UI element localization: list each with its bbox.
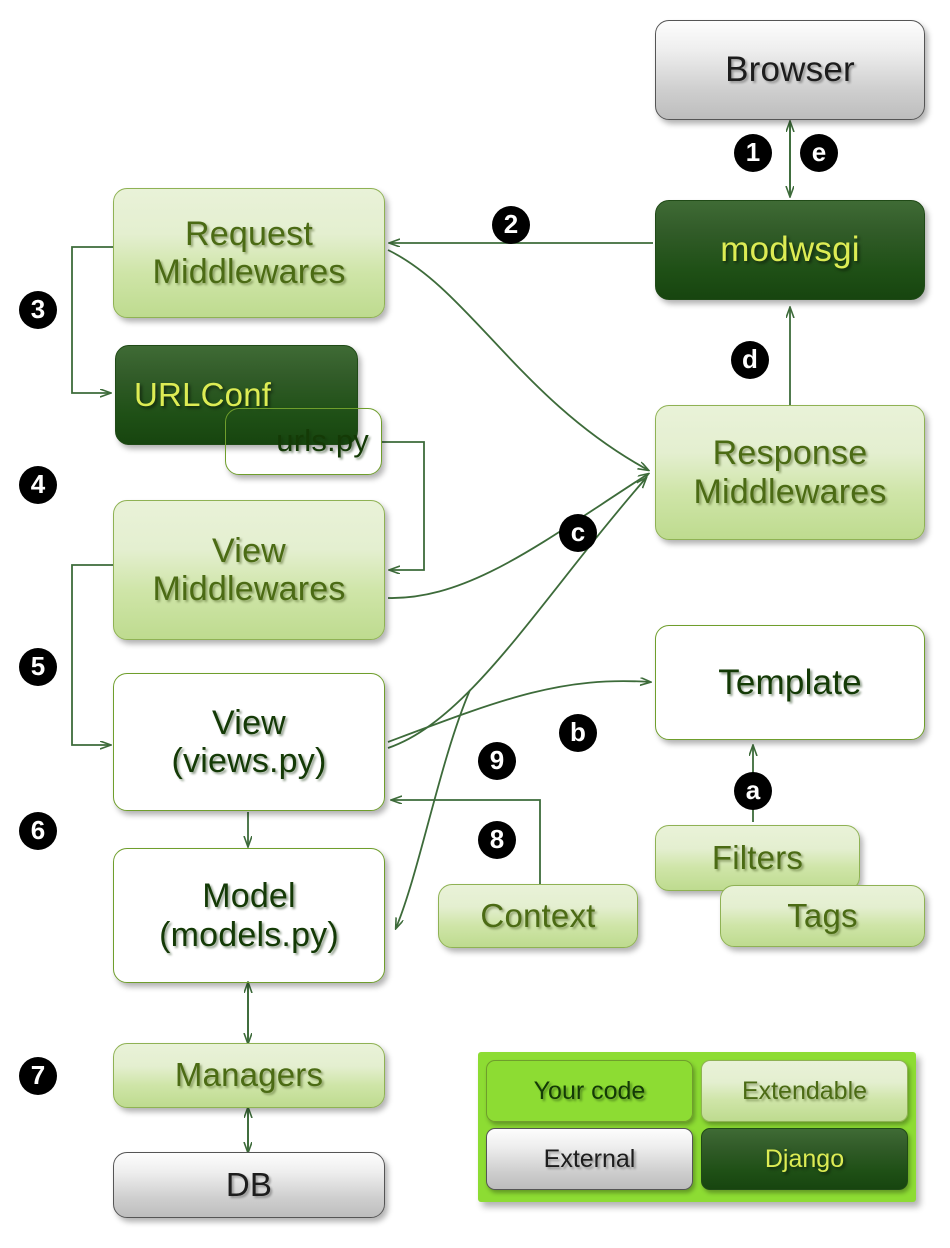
node-view[interactable]: View (views.py) [113, 673, 385, 811]
node-urlconf[interactable]: URLConf [115, 345, 358, 445]
node-filters[interactable]: Filters [655, 825, 860, 891]
legend-grid: Your code Extendable External Django [486, 1060, 908, 1190]
node-template[interactable]: Template [655, 625, 925, 740]
badge-step-3: 3 [19, 291, 57, 329]
badge-step-7-label: 7 [30, 1060, 46, 1090]
node-db[interactable]: DB [113, 1152, 385, 1218]
node-request-middlewares[interactable]: Request Middlewares [113, 188, 385, 318]
node-response-middlewares-label: Response Middlewares [693, 434, 887, 511]
node-template-label: Template [718, 662, 862, 702]
badge-step-d: d [731, 341, 769, 379]
node-context-label: Context [480, 896, 596, 934]
legend-swatch-django: Django [701, 1128, 908, 1190]
node-db-label: DB [225, 1165, 273, 1203]
badge-step-1-label: 1 [745, 137, 761, 167]
node-urlconf-label: URLConf [134, 375, 272, 413]
badge-step-c-label: c [570, 517, 586, 547]
node-view-middlewares[interactable]: View Middlewares [113, 500, 385, 640]
badge-step-c: c [559, 514, 597, 552]
node-view-middlewares-label: View Middlewares [152, 531, 346, 608]
badge-step-a-label: a [745, 775, 761, 805]
badge-step-b: b [559, 714, 597, 752]
badge-step-2: 2 [492, 206, 530, 244]
badge-step-6-label: 6 [30, 815, 46, 845]
badge-step-9-label: 9 [489, 745, 505, 775]
badge-step-3-label: 3 [30, 294, 46, 324]
badge-step-b-label: b [570, 717, 586, 747]
node-context[interactable]: Context [438, 884, 638, 948]
badge-step-4: 4 [19, 466, 57, 504]
node-urls-py-label: urls.py [276, 423, 369, 459]
badge-step-1: 1 [734, 134, 772, 172]
legend: Your code Extendable External Django [478, 1052, 916, 1202]
badge-step-5-label: 5 [30, 651, 46, 681]
node-browser-label: Browser [725, 50, 855, 90]
node-filters-label: Filters [711, 838, 804, 876]
node-view-label: View (views.py) [171, 703, 327, 780]
node-modwsgi-label: modwsgi [720, 230, 860, 270]
badge-step-8-label: 8 [489, 824, 505, 854]
badge-step-a: a [734, 772, 772, 810]
node-model-label: Model (models.py) [159, 877, 339, 954]
node-tags[interactable]: Tags [720, 885, 925, 947]
legend-label-django: Django [764, 1144, 845, 1173]
badge-step-2-label: 2 [503, 209, 519, 239]
node-response-middlewares[interactable]: Response Middlewares [655, 405, 925, 540]
node-model[interactable]: Model (models.py) [113, 848, 385, 983]
legend-label-external: External [543, 1144, 636, 1173]
badge-step-9: 9 [478, 742, 516, 780]
badge-step-e-label: e [811, 137, 827, 167]
node-tags-label: Tags [787, 896, 858, 934]
legend-label-your-code: Your code [533, 1076, 646, 1105]
node-browser[interactable]: Browser [655, 20, 925, 120]
badge-step-4-label: 4 [30, 469, 46, 499]
legend-label-extendable: Extendable [741, 1076, 868, 1105]
node-managers-label: Managers [174, 1056, 324, 1094]
badge-step-d-label: d [742, 344, 758, 374]
legend-swatch-external: External [486, 1128, 693, 1190]
node-modwsgi[interactable]: modwsgi [655, 200, 925, 300]
badge-step-5: 5 [19, 648, 57, 686]
badge-step-7: 7 [19, 1057, 57, 1095]
badge-step-6: 6 [19, 812, 57, 850]
node-urls-py[interactable]: urls.py [225, 408, 382, 475]
badge-step-8: 8 [478, 821, 516, 859]
legend-swatch-your-code: Your code [486, 1060, 693, 1122]
badge-step-e: e [800, 134, 838, 172]
node-managers[interactable]: Managers [113, 1043, 385, 1108]
legend-swatch-extendable: Extendable [701, 1060, 908, 1122]
node-request-middlewares-label: Request Middlewares [152, 214, 346, 291]
